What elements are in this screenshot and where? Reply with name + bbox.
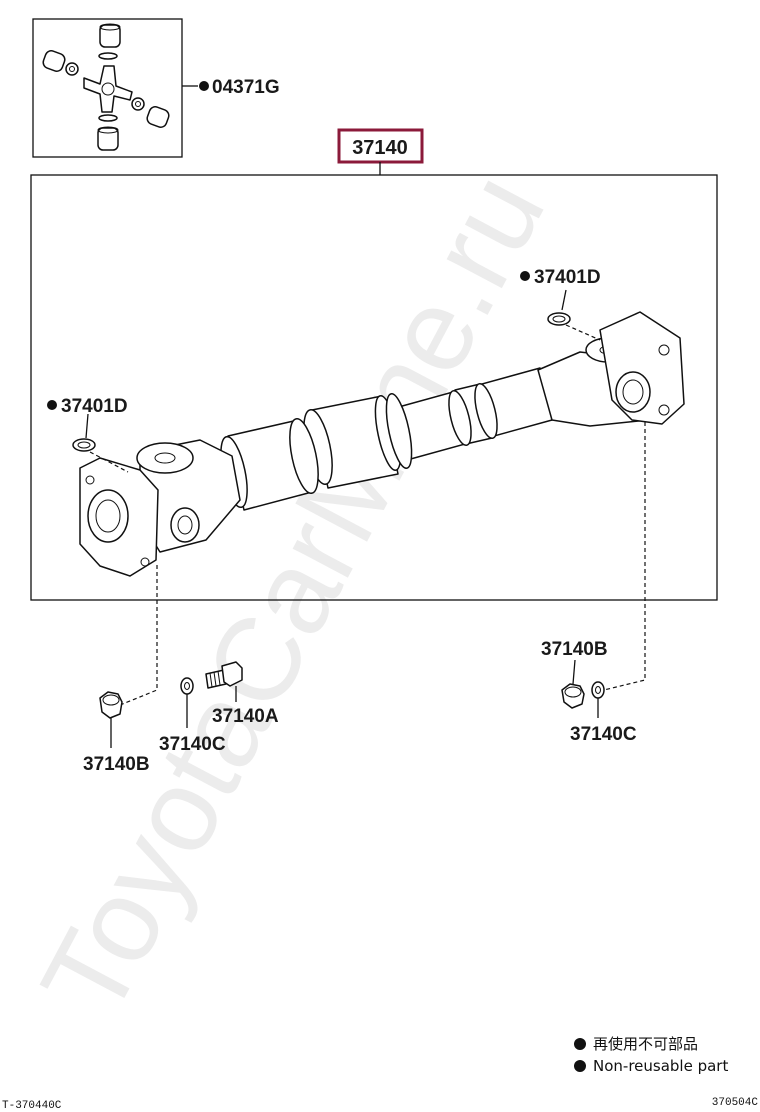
- footer-right-code: 370504C: [712, 1097, 759, 1109]
- non-reusable-dot: [47, 400, 57, 410]
- legend-japanese: 再使用不可部品: [593, 1035, 698, 1053]
- washer-left-icon: [180, 677, 194, 695]
- nut-right-label: 37140B: [541, 639, 608, 660]
- kit-bearing-cap-bottom: [97, 114, 119, 151]
- nut-left-icon: [99, 691, 123, 719]
- watermark-text: ToyotaCarMine.ru: [16, 153, 570, 1037]
- legend-dot-icon: [574, 1060, 586, 1072]
- non-reusable-dot: [199, 81, 209, 91]
- legend: 再使用不可部品 Non-reusable part: [574, 1035, 728, 1075]
- washer-left-label: 37140C: [159, 734, 226, 755]
- left-yoke: [136, 439, 241, 553]
- kit-bearing-cap-right: [131, 97, 170, 128]
- left-flange: [79, 457, 159, 577]
- footer-left-code: T-370440C: [2, 1100, 62, 1112]
- nut-left-label: 37140B: [83, 754, 150, 775]
- snap-ring-right-label: 37401D: [534, 267, 601, 288]
- assembly-label: 37140: [337, 128, 424, 175]
- assembly-part-number: 37140: [352, 137, 408, 159]
- snap-ring-left-icon: [72, 438, 96, 452]
- washer-right-icon: [591, 681, 605, 699]
- right-flange: [599, 311, 685, 425]
- bolt-label: 37140A: [212, 706, 279, 727]
- legend-english: Non-reusable part: [593, 1057, 728, 1075]
- kit-box: [32, 18, 183, 158]
- washer-right-label: 37140C: [570, 724, 637, 745]
- propeller-shaft: [72, 289, 685, 577]
- non-reusable-dot: [520, 271, 530, 281]
- kit-bearing-cap-top: [98, 23, 121, 60]
- kit-cross-spider: [83, 65, 133, 113]
- kit-part-label: 04371G: [212, 77, 280, 98]
- snap-ring-right-icon: [547, 312, 571, 326]
- snap-ring-left-label: 37401D: [61, 396, 128, 417]
- universal-joint-kit: 04371G: [32, 18, 280, 158]
- kit-bearing-cap-left: [42, 50, 79, 76]
- legend-dot-icon: [574, 1038, 586, 1050]
- nut-right-icon: [561, 683, 585, 709]
- bolt-icon: [205, 661, 243, 689]
- assembly-frame: [30, 174, 718, 601]
